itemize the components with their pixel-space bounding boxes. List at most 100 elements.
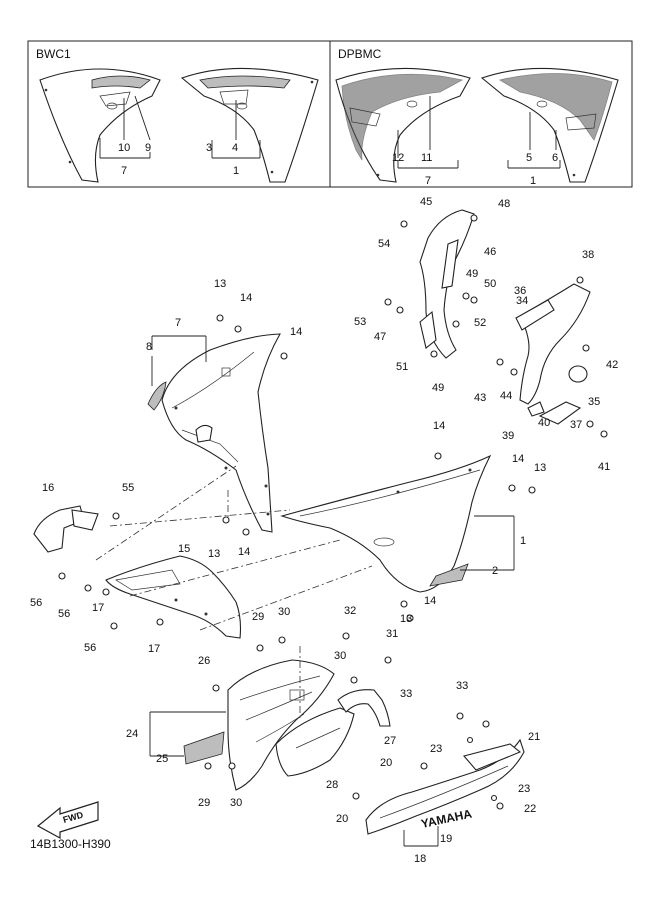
svg-text:40: 40 xyxy=(538,417,550,429)
svg-text:10: 10 xyxy=(118,142,130,154)
svg-text:29: 29 xyxy=(198,797,210,809)
fwd-arrow-icon: FWD xyxy=(36,801,99,840)
bracket-42 xyxy=(527,401,582,425)
svg-text:27: 27 xyxy=(384,735,396,747)
svg-text:1: 1 xyxy=(520,535,526,547)
right-cowling-decal xyxy=(429,563,469,587)
diagram-code: 14B1300-H390 xyxy=(30,837,111,851)
inset-dpbmc-right-cowling xyxy=(480,67,619,183)
inset-label-bwc1: BWC1 xyxy=(36,47,71,61)
svg-text:44: 44 xyxy=(500,390,512,402)
svg-text:14: 14 xyxy=(424,595,436,607)
inset-dpbmc-left-cowling xyxy=(335,67,471,183)
svg-text:16: 16 xyxy=(42,482,54,494)
svg-text:56: 56 xyxy=(30,597,42,609)
svg-text:25: 25 xyxy=(156,753,168,765)
variant-inset-box xyxy=(27,40,633,188)
svg-text:20: 20 xyxy=(336,813,348,825)
svg-text:53: 53 xyxy=(354,316,366,328)
svg-text:20: 20 xyxy=(380,757,392,769)
svg-text:49: 49 xyxy=(466,268,478,280)
right-side-cowling xyxy=(280,454,492,593)
svg-text:34: 34 xyxy=(516,295,528,307)
svg-text:56: 56 xyxy=(84,642,96,654)
svg-text:48: 48 xyxy=(498,198,510,210)
svg-text:37: 37 xyxy=(570,419,582,431)
svg-text:15: 15 xyxy=(178,543,190,555)
svg-text:32: 32 xyxy=(344,605,356,617)
svg-text:7: 7 xyxy=(425,175,431,187)
svg-text:30: 30 xyxy=(278,606,290,618)
svg-text:7: 7 xyxy=(121,165,127,177)
inset-bwc1-leaders xyxy=(99,95,261,159)
bracket-16 xyxy=(33,505,99,553)
svg-text:22: 22 xyxy=(524,803,536,815)
svg-text:14: 14 xyxy=(290,326,302,338)
assembly-lines xyxy=(95,465,373,720)
svg-text:1: 1 xyxy=(233,165,239,177)
svg-text:30: 30 xyxy=(334,650,346,662)
svg-text:13: 13 xyxy=(534,462,546,474)
inset-dpbmc-leaders xyxy=(397,96,561,169)
svg-text:26: 26 xyxy=(198,655,210,667)
svg-text:38: 38 xyxy=(582,249,594,261)
under-cowl-24 xyxy=(227,659,335,791)
bracket-27 xyxy=(337,689,391,727)
inset-bwc1-right-cowling xyxy=(180,67,319,183)
svg-text:47: 47 xyxy=(374,331,386,343)
under-cover-18 xyxy=(365,738,525,835)
svg-text:39: 39 xyxy=(502,430,514,442)
svg-text:13: 13 xyxy=(400,613,412,625)
svg-text:5: 5 xyxy=(526,152,532,164)
svg-text:50: 50 xyxy=(484,278,496,290)
svg-text:14: 14 xyxy=(238,546,250,558)
svg-text:8: 8 xyxy=(146,341,152,353)
svg-text:30: 30 xyxy=(230,797,242,809)
main-leader-lines xyxy=(149,335,515,847)
svg-text:55: 55 xyxy=(122,482,134,494)
fasteners xyxy=(58,214,608,810)
svg-text:21: 21 xyxy=(528,731,540,743)
svg-text:52: 52 xyxy=(474,317,486,329)
inset-bwc1-left-cowling xyxy=(39,68,161,183)
svg-text:31: 31 xyxy=(386,628,398,640)
svg-text:11: 11 xyxy=(421,152,432,164)
svg-text:17: 17 xyxy=(148,643,160,655)
svg-text:3: 3 xyxy=(206,142,212,154)
svg-text:49: 49 xyxy=(432,382,444,394)
left-side-cowling xyxy=(161,333,281,533)
inset-label-dpbmc: DPBMC xyxy=(338,47,382,61)
svg-text:45: 45 xyxy=(420,196,432,208)
svg-text:41: 41 xyxy=(598,461,610,473)
svg-text:29: 29 xyxy=(252,611,264,623)
svg-text:35: 35 xyxy=(588,396,600,408)
svg-text:9: 9 xyxy=(145,142,151,154)
inner-panel-15 xyxy=(105,555,242,639)
svg-text:19: 19 xyxy=(440,833,452,845)
bracket-36 xyxy=(515,283,591,405)
svg-text:51: 51 xyxy=(396,361,408,373)
cover-28 xyxy=(275,707,355,777)
label-25 xyxy=(183,731,225,765)
svg-text:23: 23 xyxy=(518,783,530,795)
svg-text:24: 24 xyxy=(126,728,138,740)
svg-text:14: 14 xyxy=(240,292,252,304)
main-callouts: 1 2 7 8 13 13 13 13 14 14 14 14 14 14 15… xyxy=(30,196,618,865)
svg-text:18: 18 xyxy=(414,853,426,865)
svg-text:17: 17 xyxy=(92,602,104,614)
svg-text:13: 13 xyxy=(214,278,226,290)
svg-text:14: 14 xyxy=(512,453,524,465)
svg-text:2: 2 xyxy=(492,565,498,577)
svg-text:28: 28 xyxy=(326,779,338,791)
svg-text:6: 6 xyxy=(552,152,558,164)
svg-text:14: 14 xyxy=(433,420,445,432)
svg-text:33: 33 xyxy=(456,680,468,692)
svg-text:46: 46 xyxy=(484,246,496,258)
inset-dpbmc-callouts: 12 11 7 5 6 1 xyxy=(392,152,558,187)
svg-text:36: 36 xyxy=(514,285,526,297)
inset-bwc1-callouts: 10 9 7 3 4 1 xyxy=(118,142,239,177)
svg-text:42: 42 xyxy=(606,359,618,371)
svg-text:7: 7 xyxy=(175,317,181,329)
svg-text:23: 23 xyxy=(430,743,442,755)
svg-text:4: 4 xyxy=(232,142,238,154)
